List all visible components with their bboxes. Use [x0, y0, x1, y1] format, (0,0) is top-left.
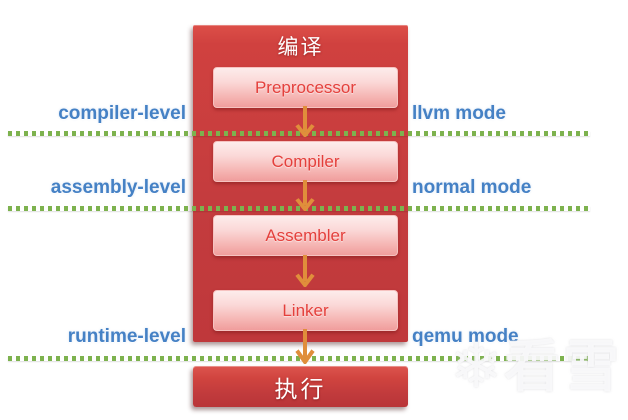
label-assembly-level: assembly-level [50, 177, 186, 198]
stage-box-assembler: Assembler [213, 215, 398, 256]
dotted-separator-runtime-level [8, 356, 590, 361]
arrow-down-icon [294, 255, 316, 287]
compile-container: 编译 Preprocessor Compiler Assembler Linke… [193, 25, 408, 342]
execute-box: 执行 [193, 366, 408, 407]
label-runtime-level: runtime-level [67, 326, 186, 347]
label-qemu-mode: qemu mode [412, 326, 519, 347]
label-normal-mode: normal mode [412, 177, 532, 198]
arrow-down-icon [294, 329, 316, 364]
label-llvm-mode: llvm mode [412, 103, 506, 124]
compile-container-title: 编译 [277, 36, 324, 59]
stage-box-linker: Linker [213, 290, 398, 331]
dotted-separator-assembly-level [8, 206, 590, 211]
arrow-down-icon [294, 180, 316, 211]
arrow-down-icon [294, 106, 316, 137]
stage-box-compiler: Compiler [213, 141, 398, 182]
watermark-text: 看雪 [503, 335, 622, 398]
label-compiler-level: compiler-level [58, 103, 186, 124]
dotted-separator-compiler-level [8, 131, 590, 136]
stage-box-preprocessor: Preprocessor [213, 67, 398, 108]
